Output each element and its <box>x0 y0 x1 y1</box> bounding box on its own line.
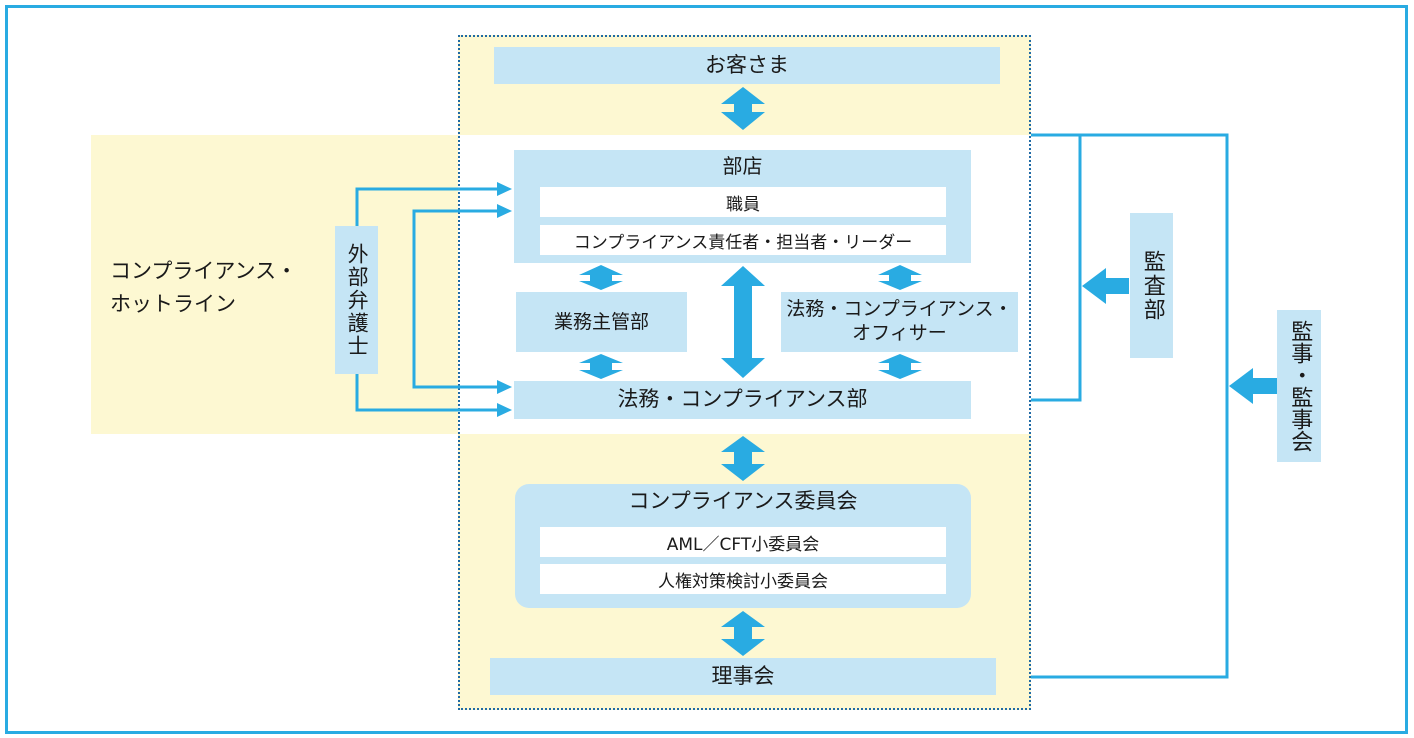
board-box: 理事会 <box>490 658 996 695</box>
audit-dept-box: 監査部 <box>1130 213 1173 358</box>
line-lawyer-top <box>355 187 498 226</box>
line-audit-bracket <box>1031 133 1082 402</box>
arrowhead-to-branch-2 <box>497 204 512 218</box>
branch-officer-box: コンプライアンス責任者・担当者・リーダー <box>540 225 946 255</box>
arrowhead-to-compliance-2 <box>497 403 512 417</box>
auditors-box: 監事・監事会 <box>1277 310 1321 462</box>
committee-title: コンプライアンス委員会 <box>628 489 858 513</box>
branch-title: 部店 <box>722 154 763 178</box>
line-lawyer-bottom <box>355 374 498 412</box>
hotline-label: コンプライアンス・ ホットライン <box>110 259 298 316</box>
arrowhead-to-compliance-1 <box>497 380 512 394</box>
hotline-zone <box>91 135 458 434</box>
arrow-auditors <box>1229 368 1277 404</box>
aml-subcommittee-box: AML／CFT小委員会 <box>540 527 946 557</box>
human-rights-subcommittee-box: 人権対策検討小委員会 <box>540 564 946 594</box>
double-arrow-committee-board <box>721 611 765 656</box>
double-arrow-branch-officer <box>878 265 922 290</box>
line-auditors-bracket <box>1031 133 1229 679</box>
double-arrow-branch-business <box>579 265 623 290</box>
line-hotline-loop <box>412 209 498 389</box>
staff-box: 職員 <box>540 187 946 217</box>
compliance-officer-box: 法務・コンプライアンス・ オフィサー <box>781 292 1018 352</box>
double-arrow-business-compliance <box>579 354 623 379</box>
organization-boundary <box>458 35 1031 710</box>
double-arrow-branch-compliance <box>721 266 765 378</box>
customer-box: お客さま <box>494 47 1000 84</box>
compliance-dept-box: 法務・コンプライアンス部 <box>514 381 971 419</box>
diagram-frame <box>5 5 1408 734</box>
double-arrow-compliance-committee <box>721 436 765 481</box>
double-arrow-officer-compliance <box>878 354 922 379</box>
external-lawyer-box: 外部弁護士 <box>335 226 378 374</box>
arrow-audit-dept <box>1082 268 1129 304</box>
business-dept-box: 業務主管部 <box>516 292 687 352</box>
double-arrow-customer-branch <box>721 87 765 130</box>
arrowhead-to-branch-1 <box>497 182 512 196</box>
